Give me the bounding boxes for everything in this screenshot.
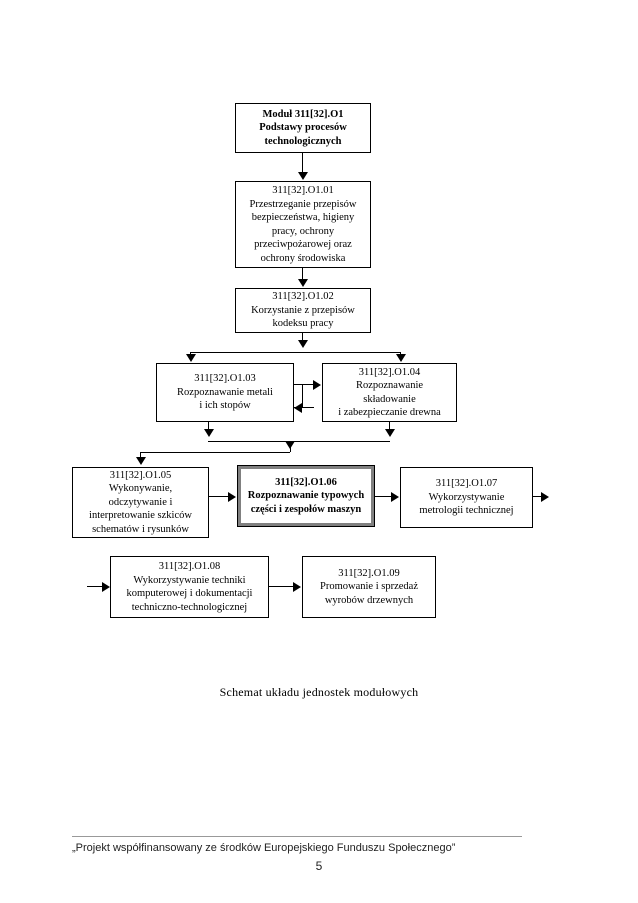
connector-o1-04-to-o1-03 bbox=[294, 407, 314, 408]
node-o1-06-line-1: Rozpoznawanie typowych bbox=[247, 490, 365, 502]
connector-o1-04-drop bbox=[389, 422, 390, 434]
connector-merge-centre-riser-row4 bbox=[290, 441, 291, 452]
connector-split-bar-row3 bbox=[190, 352, 400, 353]
node-o1-05-line-3: interpretowanie szkiców bbox=[89, 510, 192, 522]
connector-incoming-o1-08 bbox=[87, 586, 103, 587]
node-o1-04-line-2: składowanie bbox=[363, 393, 416, 405]
arrowhead-o1-03-to-o1-04 bbox=[313, 380, 321, 390]
node-o1-06: 311[32].O1.06 Rozpoznawanie typowych czę… bbox=[237, 465, 375, 527]
node-o1-04-line-3: i zabezpieczanie drewna bbox=[338, 407, 441, 418]
node-o1-04: 311[32].O1.04 Rozpoznawanie składowanie … bbox=[322, 363, 457, 422]
connector-module-to-o1-01 bbox=[302, 153, 303, 173]
node-o1-01-line-2: bezpieczeństwa, higieny bbox=[251, 212, 355, 223]
arrowhead-o1-06-to-o1-07 bbox=[391, 492, 399, 502]
connector-merge-bar-row4 bbox=[208, 441, 390, 442]
node-o1-01-line-5: ochrony środowiska bbox=[260, 252, 346, 264]
connector-o1-07-outgoing bbox=[533, 496, 543, 497]
arrowhead-o1-05-to-o1-06 bbox=[228, 492, 236, 502]
connector-o1-03-to-o1-04 bbox=[294, 384, 314, 385]
node-o1-01-line-3: pracy, ochrony bbox=[271, 225, 335, 237]
node-o1-08-line-3: techniczno-technologicznej bbox=[131, 601, 248, 613]
node-o1-03-line-1: Rozpoznawanie metali bbox=[177, 386, 273, 398]
node-o1-09-line-0: 311[32].O1.09 bbox=[338, 567, 400, 579]
node-o1-06-line-0: 311[32].O1.06 bbox=[275, 476, 337, 488]
connector-o1-03-o1-04-riser bbox=[302, 384, 303, 408]
footer-divider bbox=[72, 836, 522, 837]
node-o1-02-line-0: 311[32].O1.02 bbox=[272, 291, 334, 303]
connector-merge-lower-bar-row4 bbox=[140, 452, 290, 453]
arrowhead-o1-04-to-o1-03 bbox=[294, 403, 302, 413]
connector-o1-05-to-o1-06 bbox=[209, 496, 230, 497]
arrowhead-o1-07-outgoing bbox=[541, 492, 549, 502]
footer-note: „Projekt współfinansowany ze środków Eur… bbox=[72, 842, 456, 854]
connector-o1-01-to-o1-02 bbox=[302, 268, 303, 280]
node-o1-01-line-4: przeciwpożarowej oraz bbox=[254, 239, 352, 250]
node-o1-04-line-1: Rozpoznawanie bbox=[355, 380, 424, 391]
arrowhead-to-o1-03 bbox=[186, 354, 196, 362]
node-module-line-2: technologicznych bbox=[264, 135, 342, 147]
connector-o1-06-to-o1-07 bbox=[375, 496, 392, 497]
arrowhead-o1-04-drop bbox=[385, 429, 395, 437]
node-o1-02: 311[32].O1.02 Korzystanie z przepisów ko… bbox=[235, 288, 371, 333]
diagram-caption: Schemat układu jednostek modułowych bbox=[219, 685, 419, 699]
arrowhead-o1-08-to-o1-09 bbox=[293, 582, 301, 592]
node-o1-01-line-1: Przestrzeganie przepisów bbox=[249, 198, 357, 210]
node-o1-07: 311[32].O1.07 Wykorzystywanie metrologii… bbox=[400, 467, 533, 528]
arrowhead-incoming-o1-08 bbox=[102, 582, 110, 592]
node-o1-03: 311[32].O1.03 Rozpoznawanie metali i ich… bbox=[156, 363, 294, 422]
arrowhead-to-o1-05 bbox=[136, 457, 146, 465]
node-o1-02-line-2: kodeksu pracy bbox=[272, 318, 334, 330]
node-o1-05-line-1: Wykonywanie, bbox=[108, 483, 173, 495]
node-o1-07-line-1: Wykorzystywanie bbox=[428, 491, 505, 503]
connector-merge-left-drop-row4 bbox=[140, 452, 141, 459]
node-o1-08-line-0: 311[32].O1.08 bbox=[158, 561, 221, 572]
node-module-line-0: Moduł 311[32].O1 bbox=[262, 108, 344, 120]
node-o1-08: 311[32].O1.08 Wykorzystywanie techniki k… bbox=[110, 556, 269, 618]
node-module: Moduł 311[32].O1 Podstawy procesów techn… bbox=[235, 103, 371, 153]
node-module-line-1: Podstawy procesów bbox=[259, 122, 347, 134]
node-o1-09-line-2: wyrobów drzewnych bbox=[324, 594, 414, 606]
node-o1-06-line-2: części i zespołów maszyn bbox=[250, 503, 362, 515]
connector-o1-02-drop bbox=[302, 333, 303, 345]
node-o1-05: 311[32].O1.05 Wykonywanie, odczytywanie … bbox=[72, 467, 209, 538]
node-o1-07-line-0: 311[32].O1.07 bbox=[435, 478, 498, 490]
node-o1-07-line-2: metrologii technicznej bbox=[419, 505, 514, 517]
arrowhead-o1-03-drop bbox=[204, 429, 214, 437]
arrowhead-module-to-o1-01 bbox=[298, 172, 308, 180]
node-o1-09-line-1: Promowanie i sprzedaż bbox=[320, 581, 418, 593]
node-o1-05-line-4: schematów i rysunków bbox=[92, 523, 189, 535]
node-o1-01: 311[32].O1.01 Przestrzeganie przepisów b… bbox=[235, 181, 371, 268]
node-o1-08-line-1: Wykorzystywanie techniki bbox=[133, 574, 246, 586]
node-o1-03-line-2: i ich stopów bbox=[199, 400, 251, 412]
node-o1-01-line-0: 311[32].O1.01 bbox=[272, 185, 334, 196]
arrowhead-o1-01-to-o1-02 bbox=[298, 279, 308, 287]
node-o1-08-line-2: komputerowej i dokumentacji bbox=[126, 588, 253, 599]
connector-o1-08-to-o1-09 bbox=[269, 586, 294, 587]
node-o1-06-inner-frame: 311[32].O1.06 Rozpoznawanie typowych czę… bbox=[238, 466, 374, 526]
node-o1-02-line-1: Korzystanie z przepisów bbox=[251, 304, 355, 316]
arrowhead-to-o1-04 bbox=[396, 354, 406, 362]
node-o1-05-line-2: odczytywanie i bbox=[108, 496, 173, 508]
arrowhead-o1-02-centre bbox=[298, 340, 308, 348]
node-o1-04-line-0: 311[32].O1.04 bbox=[358, 366, 421, 378]
node-o1-03-line-0: 311[32].O1.03 bbox=[194, 373, 256, 385]
node-o1-09: 311[32].O1.09 Promowanie i sprzedaż wyro… bbox=[302, 556, 436, 618]
page-number: 5 bbox=[315, 859, 323, 873]
connector-o1-03-drop bbox=[208, 422, 209, 434]
node-o1-05-line-0: 311[32].O1.05 bbox=[109, 469, 172, 481]
